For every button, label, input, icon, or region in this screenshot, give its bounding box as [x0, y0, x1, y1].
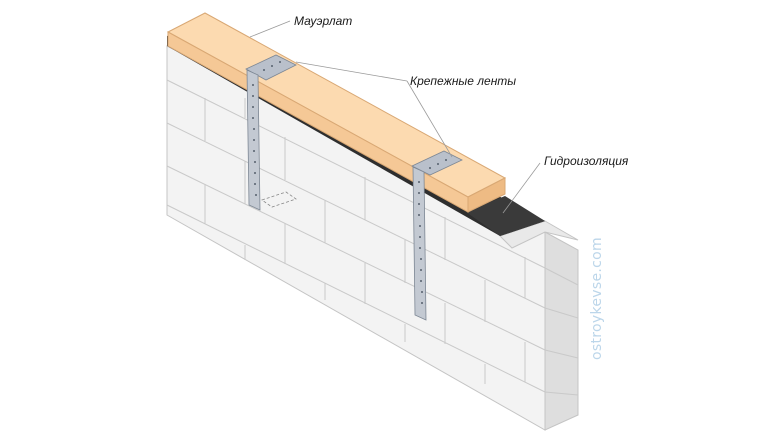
brick-wall [166, 45, 579, 431]
watermark: ostroykevse.com [589, 237, 605, 360]
leader-straps-left [295, 61, 408, 82]
waterproofing-end [466, 196, 545, 236]
end-joints [544, 267, 579, 396]
leader-waterproofing [502, 162, 541, 214]
strap-left-top [245, 54, 297, 81]
wall-end-face [544, 231, 579, 431]
anchor-dashed-outline [261, 191, 297, 208]
strap-right-holes [418, 159, 447, 304]
mauerlat-beam [166, 12, 507, 213]
leader-mauerlat [249, 20, 291, 38]
strap-left-holes [252, 61, 281, 196]
leader-lines [249, 20, 541, 214]
leader-straps-right [406, 80, 453, 158]
beam-end-face [467, 177, 506, 213]
label-straps: Крепежные ленты [410, 74, 516, 88]
strap-right-vertical [412, 166, 427, 321]
mounting-strap-right [411, 150, 463, 321]
mounting-strap-left [245, 54, 297, 211]
mortar-joints [166, 79, 546, 393]
label-waterproofing: Гидроизоляция [544, 154, 629, 168]
label-mauerlat: Мауэрлат [294, 14, 352, 28]
